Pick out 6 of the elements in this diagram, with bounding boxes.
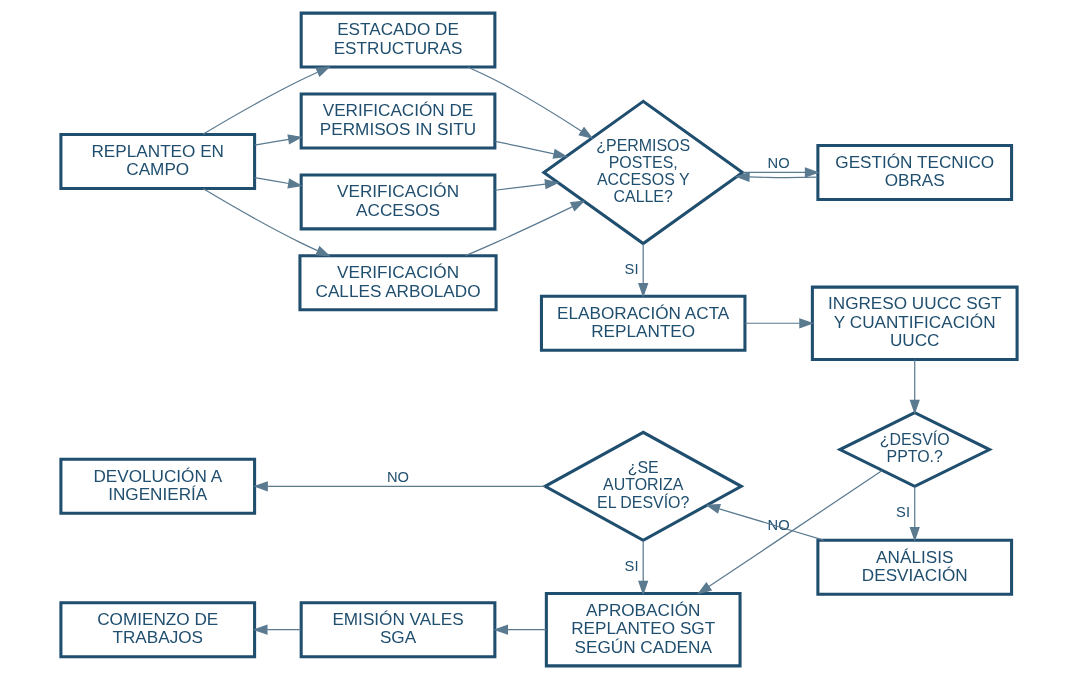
edge-label: SI [624,260,639,277]
edge-label: SI [896,504,911,521]
edge-label: NO [767,155,790,172]
edge-label: NO [386,469,410,486]
edge-label: SI [624,557,639,574]
edge-label: NO [767,516,790,533]
